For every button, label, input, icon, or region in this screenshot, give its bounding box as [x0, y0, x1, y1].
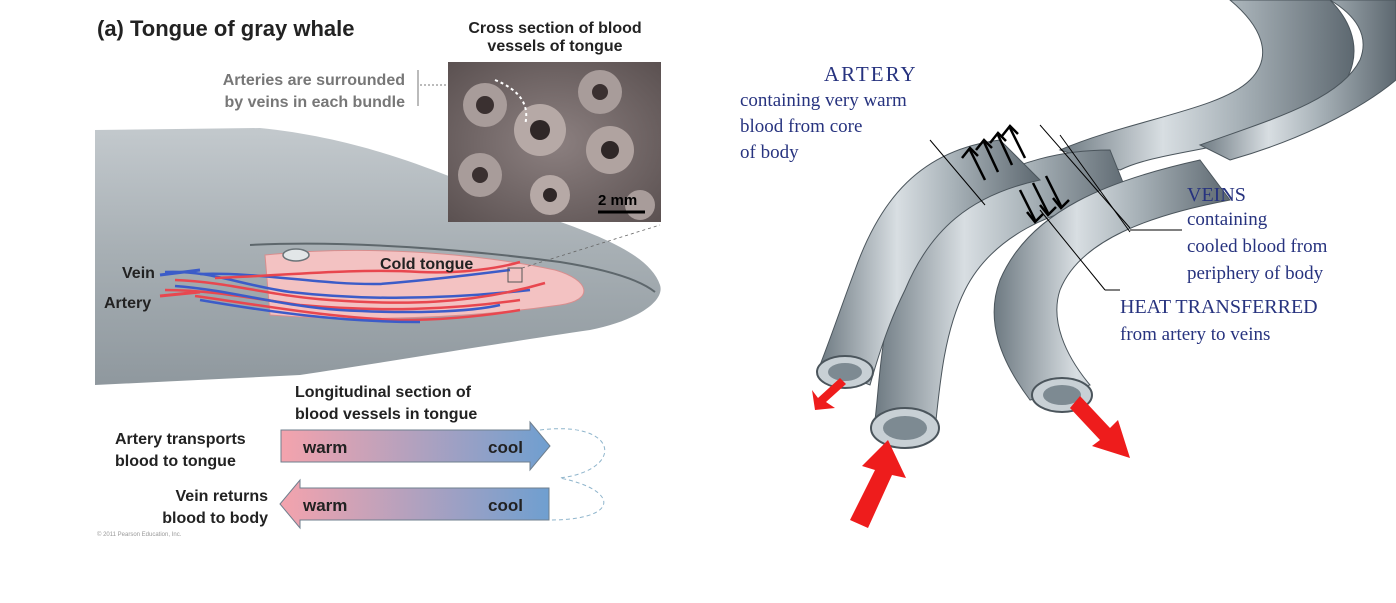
arteries-note-line2: by veins in each bundle	[224, 94, 406, 111]
veins-description: containing cooled blood from periphery o…	[1187, 206, 1327, 287]
vein-right-outflow-arrow	[1070, 396, 1130, 458]
artery-tube	[874, 149, 1131, 431]
cross-section-location	[507, 267, 523, 283]
vein-right-opening	[1031, 377, 1093, 413]
artery-desc-line2: blood from core	[740, 116, 863, 137]
heat-transferred-description: from artery to veins	[1120, 324, 1271, 345]
vein-left-opening	[816, 355, 874, 389]
vein-return-line1: Vein returns	[175, 488, 268, 505]
vein-return-line2: blood to body	[162, 510, 268, 527]
artery-opening	[870, 407, 940, 449]
arrow-bottom-cool: cool	[488, 496, 523, 515]
whale-mouth-line	[249, 242, 656, 293]
arrow-top-cool: cool	[488, 438, 523, 457]
veins-desc-line1: containing	[1187, 209, 1268, 230]
artery-desc-line1: containing very warm	[740, 90, 907, 111]
micrograph-image	[448, 62, 661, 222]
cross-section-title: Cross section of blood vessels of tongue	[446, 20, 664, 56]
vein-flow-arrow	[279, 478, 550, 530]
arrow-top-warm: warm	[303, 438, 348, 457]
artery-transport-line2: blood to tongue	[115, 453, 236, 470]
artery-transport-label: Artery transports blood to tongue	[115, 429, 246, 473]
veins-desc-line3: periphery of body	[1187, 263, 1324, 284]
veins-heading: VEINS	[1187, 184, 1246, 206]
veins-desc-line2: cooled blood from	[1187, 236, 1328, 257]
heat-transfer-arrows	[961, 124, 1070, 224]
artery-description: containing very warm blood from core of …	[740, 88, 907, 166]
copyright-note: © 2011 Pearson Education, Inc.	[97, 532, 182, 538]
artery-transport-line1: Artery transports	[115, 431, 246, 448]
loop-connector	[539, 428, 606, 521]
scale-bar-label: 2 mm	[598, 192, 638, 209]
arteries-note: Arteries are surrounded by veins in each…	[185, 70, 405, 114]
whale-tongue-figure	[95, 62, 661, 530]
arrow-bottom-warm: warm	[303, 496, 348, 515]
artery-inflow-arrow	[850, 440, 906, 528]
vein-label: Vein	[122, 265, 155, 282]
vein-return-label: Vein returns blood to body	[142, 486, 268, 530]
artery-desc-line3: of body	[740, 142, 799, 163]
vessel-top-twist	[1058, 0, 1355, 171]
whale-eye	[282, 248, 310, 262]
arteries-note-line1: Arteries are surrounded	[222, 72, 405, 89]
vein-left-outflow-arrow	[812, 378, 846, 410]
cold-tongue-label: Cold tongue	[380, 256, 474, 273]
artery-heading: ARTERY	[824, 62, 918, 86]
longitudinal-title: Longitudinal section of blood vessels in…	[295, 382, 477, 426]
flow-arrows	[812, 378, 1130, 528]
vessels-in-tongue	[164, 260, 546, 324]
longitudinal-title-line2: blood vessels in tongue	[295, 406, 478, 423]
artery-flow-arrow	[280, 420, 551, 472]
cross-section-title-line2: vessels of tongue	[487, 38, 623, 55]
heat-transferred-heading: HEAT TRANSFERRED	[1120, 296, 1318, 318]
longitudinal-title-line1: Longitudinal section of	[295, 384, 471, 401]
figure-title: (a) Tongue of gray whale	[97, 16, 355, 41]
cross-section-title-line1: Cross section of blood	[468, 20, 642, 37]
label-leaders	[929, 124, 1182, 291]
vein-tube-left	[819, 139, 1042, 386]
artery-label: Artery	[104, 295, 152, 312]
